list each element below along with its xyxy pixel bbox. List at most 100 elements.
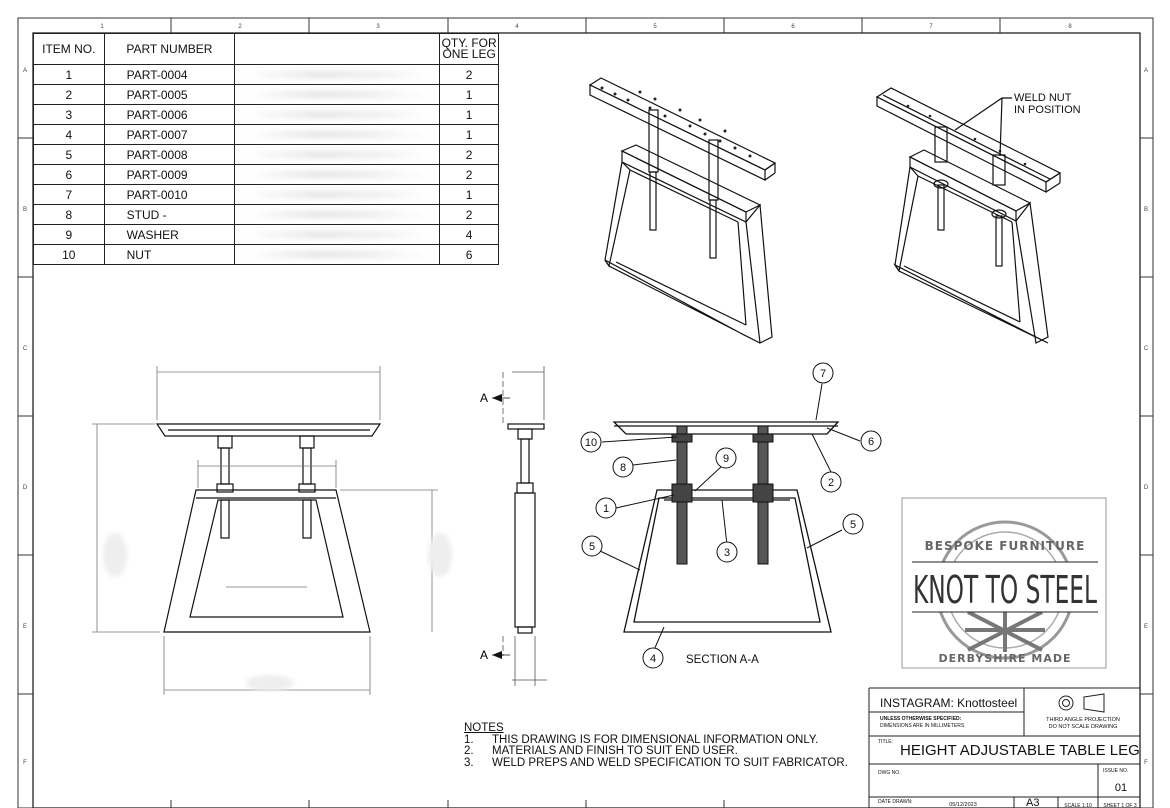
title-block-text: INSTAGRAM: Knottosteel UNLESS OTHERWISE … [878, 696, 1140, 808]
svg-text:01: 01 [1115, 782, 1127, 794]
zone-ticks [18, 18, 1153, 808]
svg-text:THIRD ANGLE PROJECTION: THIRD ANGLE PROJECTION [1046, 717, 1120, 723]
svg-text:HEIGHT ADJUSTABLE TABLE LEG: HEIGHT ADJUSTABLE TABLE LEG [900, 742, 1140, 759]
bom-description-redacted [234, 224, 441, 245]
svg-text:SCALE 1:10: SCALE 1:10 [1064, 803, 1092, 808]
bom-item-number: 5 [33, 144, 105, 165]
bom-item-number: 10 [33, 244, 105, 265]
svg-text:1: 1 [100, 24, 104, 30]
bom-item-number: 9 [33, 224, 105, 245]
svg-text:9: 9 [723, 453, 729, 465]
svg-text:10: 10 [585, 437, 597, 449]
bom-part-number: PART-0008 [103, 144, 236, 165]
bom-item-number: 4 [33, 124, 105, 145]
bom-quantity: 4 [439, 224, 499, 245]
section-arrow-bottom [492, 651, 502, 659]
svg-text:F: F [23, 760, 27, 766]
section-view-label: SECTION A-A [686, 654, 759, 666]
note-text: WELD PREPS AND WELD SPECIFICATION TO SUI… [492, 756, 848, 769]
bom-part-number: PART-0007 [103, 124, 236, 145]
svg-text:8: 8 [1068, 24, 1072, 30]
bom-item-number: 7 [33, 184, 105, 205]
svg-text:DATE DRAWN:: DATE DRAWN: [878, 799, 912, 805]
svg-text:3: 3 [376, 24, 380, 30]
svg-text:05/12/2023: 05/12/2023 [949, 802, 977, 808]
svg-text:6: 6 [791, 24, 795, 30]
bom-description-redacted [234, 124, 441, 145]
bom-part-number: STUD - [103, 204, 236, 225]
section-arrow-top [492, 394, 502, 402]
note-item: 3. WELD PREPS AND WELD SPECIFICATION TO S… [464, 756, 848, 770]
svg-text:2: 2 [238, 24, 242, 30]
svg-text:TITLE:: TITLE: [878, 739, 893, 745]
bom-item-number: 8 [33, 204, 105, 225]
svg-text:ISSUE NO.: ISSUE NO. [1103, 768, 1128, 774]
svg-text:C: C [23, 346, 28, 352]
svg-text:DO NOT SCALE DRAWING: DO NOT SCALE DRAWING [1049, 724, 1118, 730]
section-marker-top: A [480, 391, 488, 405]
bom-item-number: 6 [33, 164, 105, 185]
note-number: 3. [464, 756, 474, 769]
bom-description-redacted [234, 204, 441, 225]
brand-logo [901, 497, 1107, 669]
title-block [868, 687, 1140, 808]
svg-text:UNLESS OTHERWISE SPECIFIED:: UNLESS OTHERWISE SPECIFIED: [880, 716, 962, 722]
svg-text:E: E [23, 624, 27, 630]
section-marker-bottom: A [480, 648, 488, 662]
svg-text:B: B [23, 207, 27, 213]
bom-part-number: PART-0006 [103, 104, 236, 125]
bom-quantity: 1 [439, 104, 499, 125]
isometric-view-assembly [588, 77, 777, 344]
bom-quantity: 6 [439, 244, 499, 265]
svg-text:A: A [23, 68, 27, 74]
svg-text:A3: A3 [1026, 797, 1039, 808]
svg-text:7: 7 [929, 24, 933, 30]
svg-text:4: 4 [515, 24, 519, 30]
bom-item-number: 1 [33, 64, 105, 85]
svg-text:D: D [1144, 485, 1149, 491]
svg-text:C: C [1144, 346, 1149, 352]
bom-header-part: PART NUMBER [103, 33, 236, 65]
svg-text:4: 4 [650, 653, 656, 665]
svg-text:B: B [1144, 207, 1148, 213]
svg-text:A: A [1144, 68, 1148, 74]
bom-part-number: PART-0009 [103, 164, 236, 185]
svg-text:7: 7 [820, 368, 826, 380]
note-text: THIS DRAWING IS FOR DIMENSIONAL INFORMAT… [492, 733, 819, 746]
svg-text:DWG NO.: DWG NO. [878, 770, 901, 776]
bom-part-number: NUT [103, 244, 236, 265]
redacted-dimension [246, 675, 294, 691]
bom-item-number: 2 [33, 84, 105, 105]
bom-quantity: 2 [439, 204, 499, 225]
bom-description-redacted [234, 164, 441, 185]
isometric-view-weld-nut [875, 87, 1062, 344]
bom-description-redacted [234, 144, 441, 165]
bom-description-redacted [234, 64, 441, 85]
bom-quantity: 2 [439, 164, 499, 185]
note-item: 1.THIS DRAWING IS FOR DIMENSIONAL INFORM… [464, 733, 848, 747]
logo-top-text: BESPOKE FURNITURE [925, 539, 1086, 553]
svg-text:2: 2 [828, 477, 834, 489]
balloon-labels: 123 455 678 910 [585, 368, 874, 665]
bom-quantity: 1 [439, 184, 499, 205]
redacted-dimension [428, 533, 452, 577]
bom-quantity: 1 [439, 84, 499, 105]
side-view [507, 423, 545, 634]
front-view [155, 423, 382, 633]
bom-part-number: PART-0005 [103, 84, 236, 105]
logo-main-text: KNOT TO STEEL [913, 568, 1097, 612]
svg-text:INSTAGRAM: Knottosteel: INSTAGRAM: Knottosteel [880, 696, 1017, 710]
svg-text:E: E [1144, 624, 1148, 630]
svg-text:5: 5 [589, 541, 595, 553]
drawing-notes: NOTES 1.THIS DRAWING IS FOR DIMENSIONAL … [464, 722, 848, 770]
bom-header-item: ITEM NO. [33, 33, 105, 65]
